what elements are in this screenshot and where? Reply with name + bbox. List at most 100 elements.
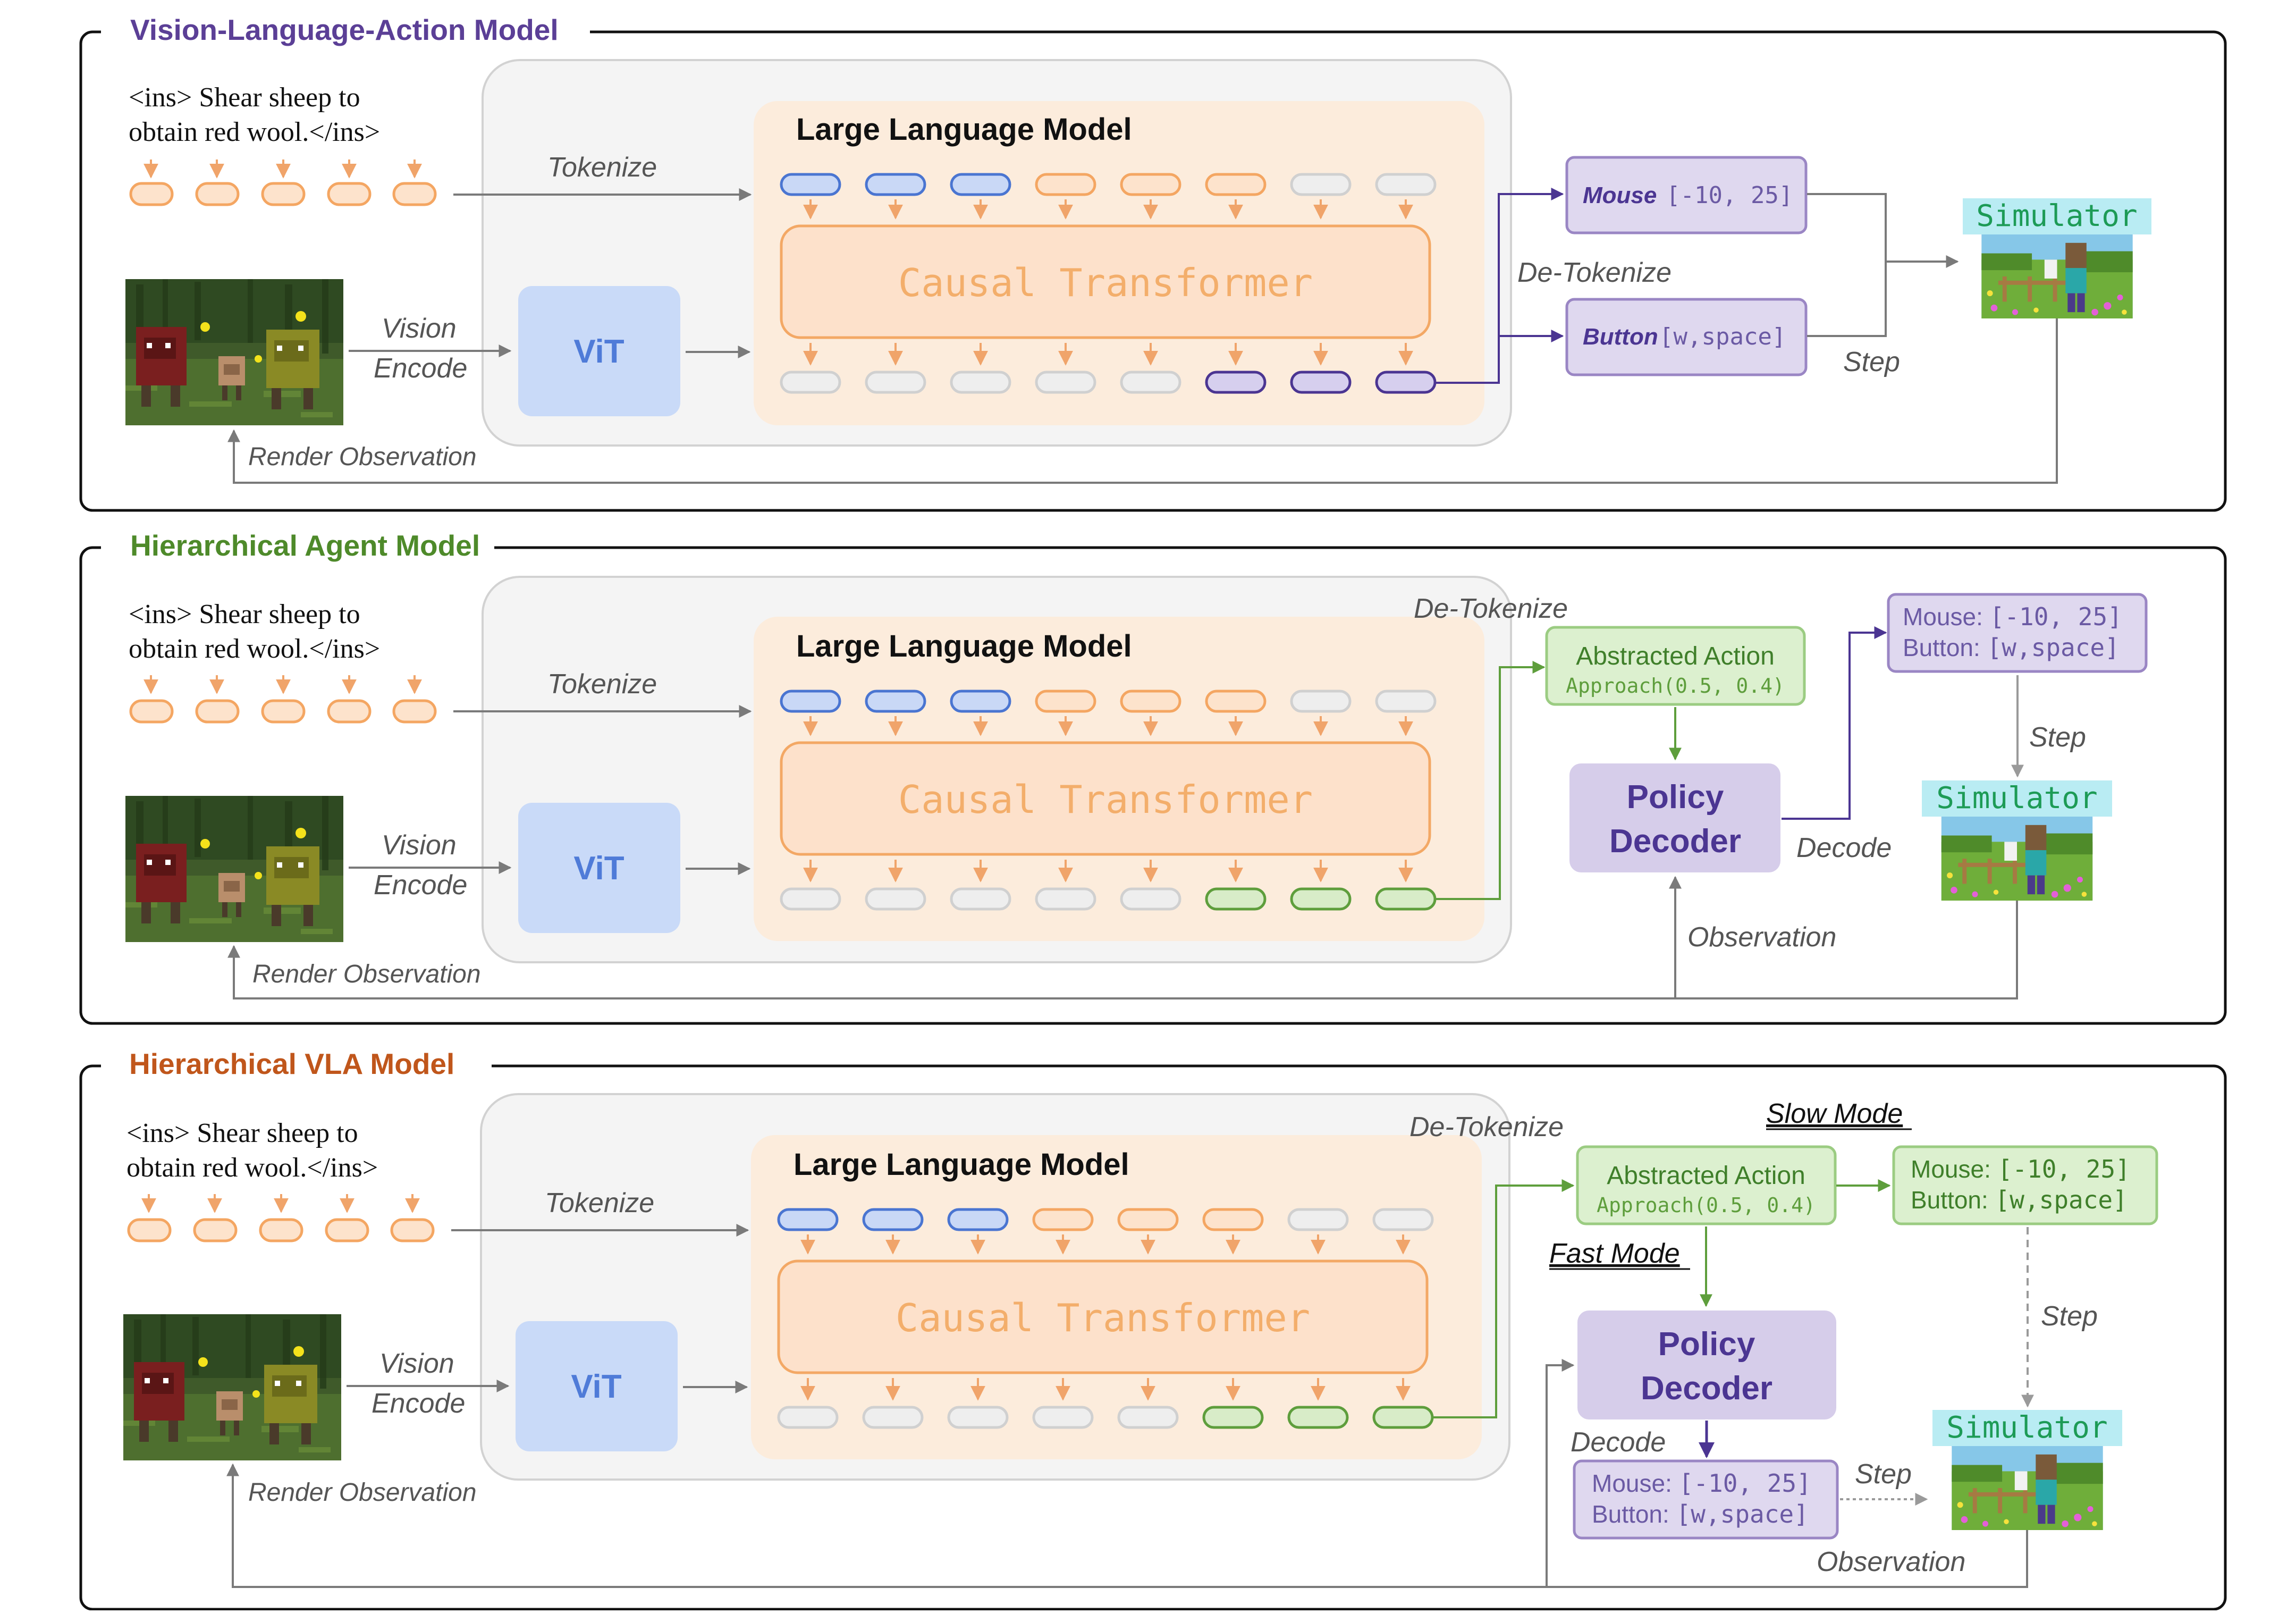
hier-vla-instruction-line2: obtain red wool.</ins> (126, 1153, 378, 1183)
output-token (1120, 887, 1181, 911)
hier-vla-fast-action-line1: Mouse: [-10, 25] (1592, 1469, 1811, 1498)
output-token (865, 887, 926, 911)
action-token (1205, 371, 1267, 394)
hier-agent-observation-label: Observation (1687, 922, 1836, 953)
vla-input-tokens (780, 173, 1437, 220)
vla-render-observation-arrow (227, 318, 2058, 484)
hier-vla-slow-action-line2-value: [w,space] (1995, 1186, 2128, 1214)
abstract-token (1287, 1406, 1349, 1429)
text-token (1290, 690, 1352, 713)
text-token (780, 173, 841, 196)
hier-agent-output-tokens (780, 860, 1437, 911)
hier-vla-transformer-label: Causal Transformer (896, 1296, 1310, 1340)
hier-vla-slow-action-line2: Button: [w,space] (1911, 1186, 2128, 1214)
output-token (950, 371, 1011, 394)
output-token (950, 887, 1011, 911)
hier-agent-vit-label: ViT (573, 850, 624, 887)
text-token (1287, 1208, 1349, 1231)
vla-step-label: Step (1843, 347, 1900, 377)
hier-vla-fast-action-line1-value: [-10, 25] (1679, 1469, 1811, 1498)
hier-vla-slow-mode-label: Slow Mode (1766, 1098, 1903, 1129)
hier-vla-policy-decoder (1577, 1310, 1836, 1419)
vla-mouse-action-box (1565, 156, 1808, 234)
instruction-token (193, 1218, 238, 1242)
hier-agent-tokenize-label: Tokenize (547, 669, 657, 700)
hier-vla-render-label: Render Observation (248, 1478, 477, 1507)
panel-vla-frame (79, 30, 2227, 512)
hier-vla-llm-title: Large Language Model (794, 1147, 1129, 1182)
instruction-token (261, 182, 306, 206)
text-token (1372, 1208, 1434, 1231)
hier-agent-step-label: Step (2029, 722, 2086, 753)
vla-render-label: Render Observation (248, 443, 477, 471)
hier-agent-policy-line1: Policy (1627, 779, 1724, 816)
hier-agent-action-box (1887, 593, 2148, 673)
hier-vla-policy-line1: Policy (1658, 1326, 1755, 1363)
hier-agent-action-line1-value: [-10, 25] (1990, 602, 2122, 631)
hier-vla-render-observation-arrow (226, 1463, 2028, 1588)
text-token (947, 1208, 1009, 1231)
vla-detokenize-arrow-mouse (1436, 188, 1564, 384)
hier-agent-transformer-label: Causal Transformer (898, 777, 1313, 822)
panel-hier-agent-frame (79, 546, 2227, 1025)
hier-vla-observation-image (123, 1314, 341, 1460)
instruction-token (392, 182, 437, 206)
hier-vla-simulator: Simulator (1932, 1410, 2122, 1530)
hier-agent-simulator-scene (1942, 817, 2092, 901)
hier-agent-simulator-label: Simulator (1936, 781, 2097, 816)
hier-agent-action-line2-name: Button: (1903, 634, 1987, 661)
vla-instruction-line1: <ins> Shear sheep to (129, 82, 360, 113)
instruction-token (129, 699, 174, 724)
instruction-token (195, 699, 240, 724)
abstract-token (1202, 1406, 1264, 1429)
vla-mouse-value: [-10, 25] (1666, 182, 1793, 209)
abstract-token (1372, 1406, 1434, 1429)
instruction-token (261, 699, 306, 724)
text-token (777, 1208, 839, 1231)
vla-vit-label: ViT (573, 333, 624, 370)
hier-agent-transformer-block (780, 741, 1431, 856)
panel-vla: Vision-Language-Action Model Large Langu… (79, 11, 2227, 512)
output-token (1117, 1406, 1179, 1429)
output-token (865, 371, 926, 394)
text-token (1202, 1208, 1264, 1231)
hier-agent-action-line2: Button: [w,space] (1903, 633, 2120, 662)
output-token (1035, 887, 1096, 911)
text-token (1375, 690, 1437, 713)
text-token (950, 690, 1011, 713)
hier-agent-detokenize-arrow (1436, 661, 1546, 900)
hier-agent-abstract-title: Abstracted Action (1576, 642, 1775, 670)
vla-llm-title: Large Language Model (796, 112, 1132, 147)
vla-detokenize-arrow-button (1498, 330, 1564, 383)
hier-vla-simulator-scene (1952, 1446, 2103, 1530)
hier-vla-vit-label: ViT (571, 1368, 621, 1405)
output-token (780, 887, 841, 911)
vla-vision-label-2: Encode (374, 353, 467, 384)
instruction-token (327, 182, 372, 206)
instruction-token (392, 699, 437, 724)
hier-vla-fast-action-line2-value: [w,space] (1676, 1500, 1809, 1528)
hier-agent-policy-line2: Decoder (1609, 823, 1741, 860)
abstract-token (1290, 887, 1352, 911)
hier-vla-step-label: Step (2041, 1301, 2098, 1332)
hier-agent-decode-arrow (1782, 626, 1887, 820)
hier-vla-vit-block (516, 1321, 678, 1451)
hier-vla-fast-action-box (1573, 1459, 1839, 1540)
hier-agent-action-line2-value: [w,space] (1987, 633, 2120, 662)
abstract-token (1375, 887, 1437, 911)
hier-vla-fast-action-line2: Button: [w,space] (1592, 1500, 1809, 1528)
text-token (1375, 173, 1437, 196)
text-token (1120, 690, 1181, 713)
instruction-token (327, 699, 372, 724)
hier-agent-simulator: Simulator (1922, 780, 2112, 901)
vla-transformer-label: Causal Transformer (898, 261, 1313, 305)
hier-vla-step-label-2: Step (1855, 1459, 1912, 1490)
hier-agent-render-label: Render Observation (252, 960, 481, 988)
hier-agent-vision-label-2: Encode (374, 870, 467, 901)
instruction-token (259, 1218, 303, 1242)
hier-agent-decode-label: Decode (1796, 833, 1892, 863)
hier-vla-transformer-block (777, 1259, 1429, 1374)
text-token (1035, 690, 1096, 713)
